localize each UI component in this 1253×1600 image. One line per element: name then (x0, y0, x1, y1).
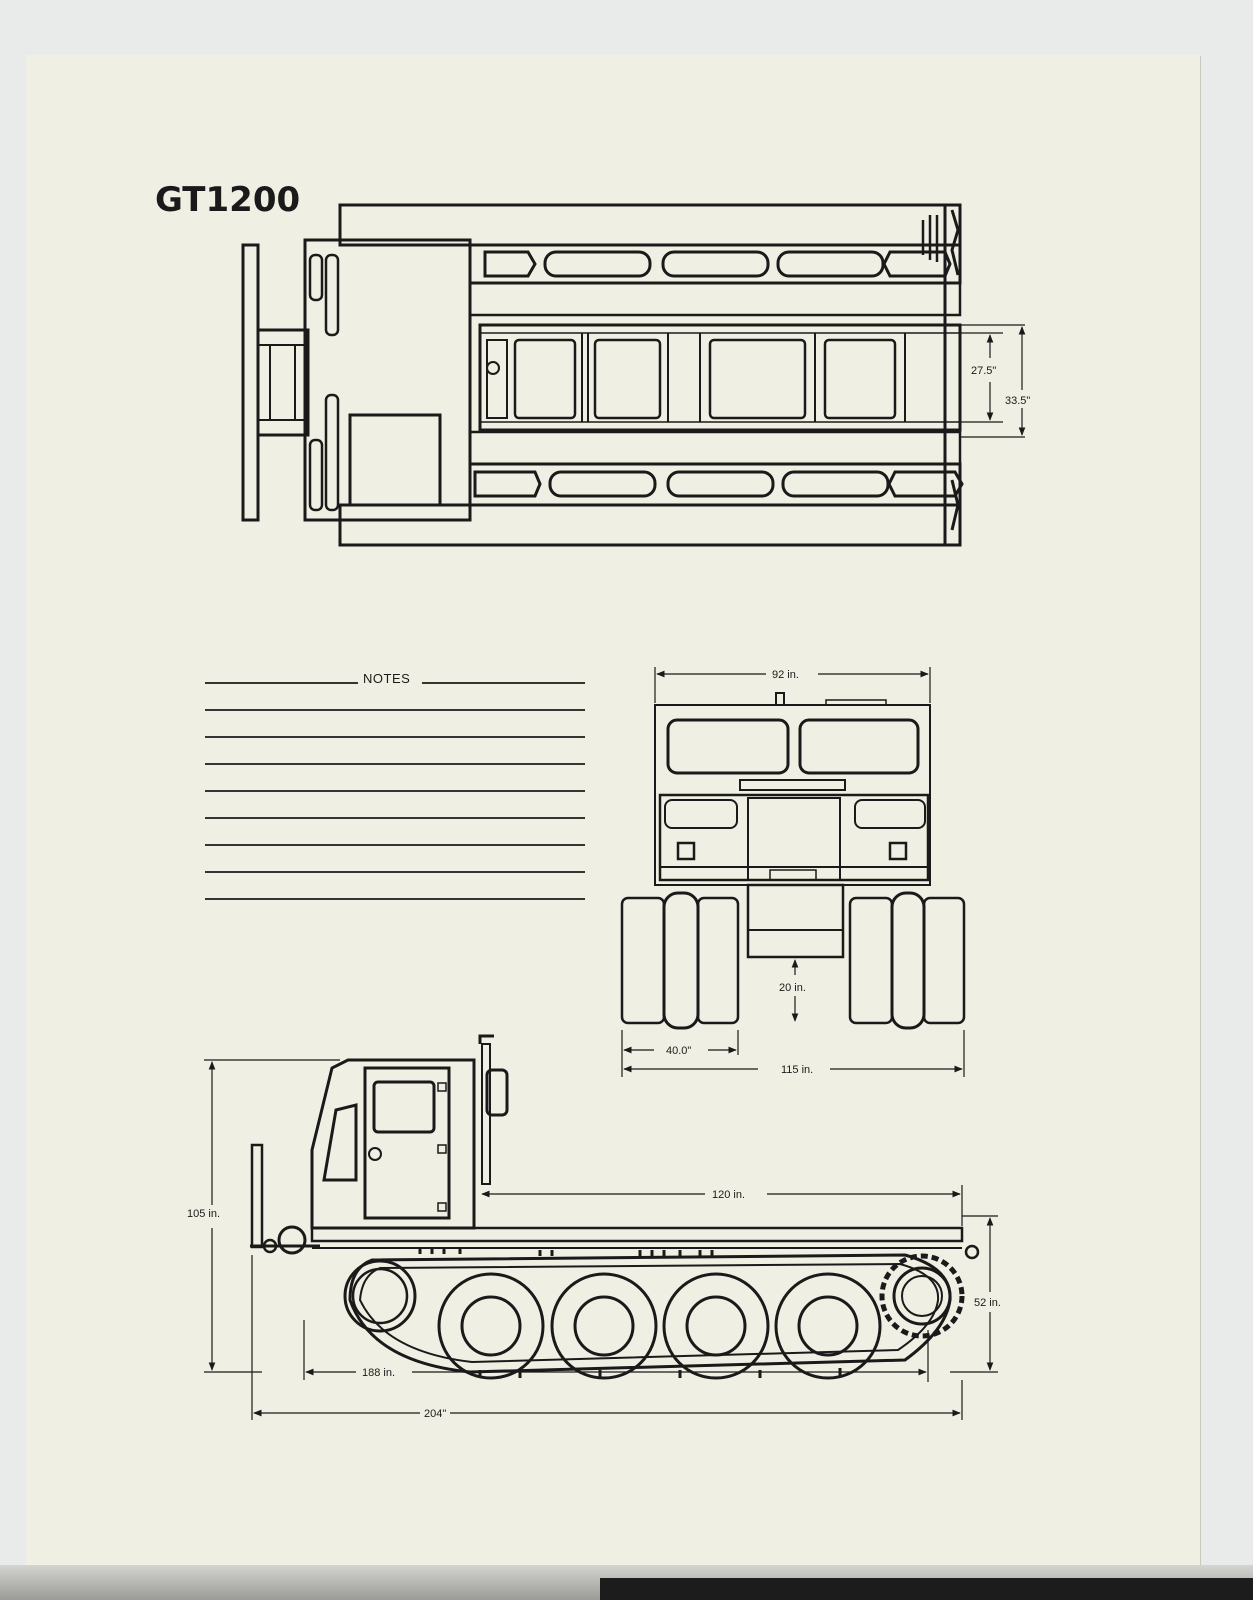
top-view-drawing (241, 203, 964, 547)
scan-dark-edge (600, 1578, 1253, 1600)
front-view-dimensions (621, 667, 965, 1077)
side-view-dimensions (204, 1059, 998, 1420)
dim-top-outer-width: 33.5" (1005, 395, 1030, 407)
spec-sheet (26, 55, 1200, 1570)
notes-heading: NOTES (363, 671, 410, 686)
dim-front-top-width: 92 in. (772, 669, 799, 681)
dim-track-width: 40.0" (666, 1045, 691, 1057)
side-view-drawing (250, 1034, 980, 1380)
dim-track-length: 188 in. (362, 1367, 395, 1379)
dim-deck-height: 52 in. (974, 1297, 1001, 1309)
dim-overall-width: 115 in. (781, 1064, 813, 1076)
dim-overall-length: 204" (424, 1408, 446, 1420)
dim-ground-clearance: 20 in. (779, 982, 806, 994)
dim-deck-length: 120 in. (712, 1189, 745, 1201)
dim-top-inner-width: 27.5" (971, 365, 996, 377)
notes-section (205, 682, 585, 900)
front-view-drawing (620, 692, 966, 1030)
top-view-dimensions (960, 324, 1026, 438)
dim-height: 105 in. (187, 1208, 220, 1220)
page-title: GT1200 (155, 180, 300, 220)
